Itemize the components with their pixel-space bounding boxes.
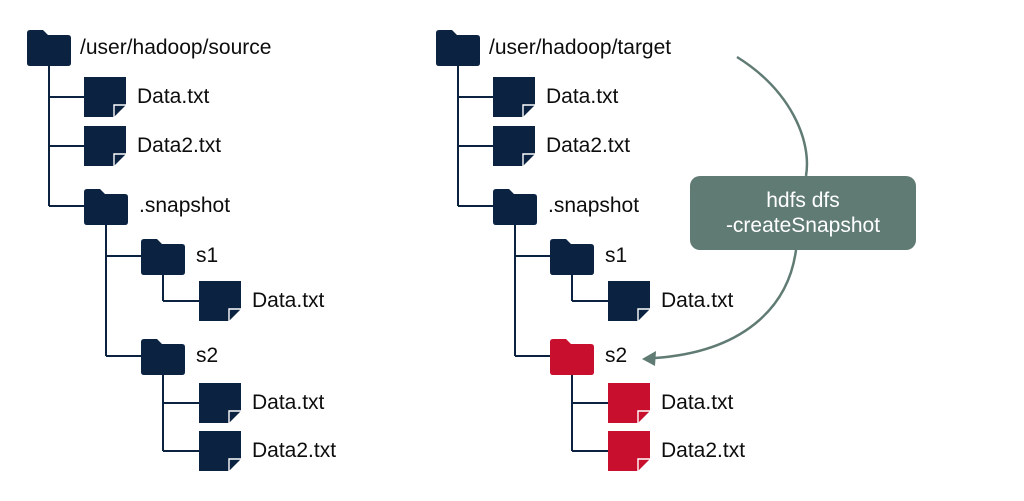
file-icon xyxy=(84,126,126,166)
folder-label: s1 xyxy=(605,244,628,267)
folder-icon xyxy=(141,239,185,275)
command-line-2: -createSnapshot xyxy=(725,214,881,237)
file-icon xyxy=(608,281,650,321)
folder-icon xyxy=(27,30,71,66)
folder-label: s1 xyxy=(196,244,219,267)
command-line-1: hdfs dfs xyxy=(766,188,840,212)
file-label: Data2.txt xyxy=(546,134,631,157)
file-icon xyxy=(493,77,535,117)
arrowhead-icon xyxy=(642,351,656,366)
file-icon xyxy=(199,431,241,471)
file-label: Data.txt xyxy=(252,289,325,312)
folder-label: .snapshot xyxy=(139,194,231,217)
folder-icon xyxy=(550,339,594,375)
file-label: Data.txt xyxy=(661,391,734,414)
folder-label: .snapshot xyxy=(548,194,640,217)
file-icon xyxy=(199,281,241,321)
file-label: Data.txt xyxy=(546,85,619,108)
snapshot-arrow xyxy=(736,55,809,177)
file-icon xyxy=(84,77,126,117)
snapshot-arrow xyxy=(654,249,798,360)
file-icon xyxy=(199,383,241,423)
root-folder-label: /user/hadoop/target xyxy=(489,36,672,59)
root-folder-label: /user/hadoop/source xyxy=(80,36,272,59)
folder-icon xyxy=(84,189,128,225)
folder-icon xyxy=(550,239,594,275)
file-icon xyxy=(608,431,650,471)
file-label: Data.txt xyxy=(661,289,734,312)
folder-label: s2 xyxy=(605,344,628,367)
folder-icon xyxy=(141,339,185,375)
file-label: Data2.txt xyxy=(252,439,337,462)
file-label: Data.txt xyxy=(252,391,325,414)
command-box: hdfs dfs -createSnapshot xyxy=(690,176,916,250)
file-icon xyxy=(493,126,535,166)
folder-label: s2 xyxy=(196,344,219,367)
file-label: Data2.txt xyxy=(137,134,222,157)
folder-icon xyxy=(436,30,480,66)
file-label: Data2.txt xyxy=(661,439,746,462)
file-label: Data.txt xyxy=(137,85,210,108)
folder-icon xyxy=(493,189,537,225)
file-icon xyxy=(608,383,650,423)
